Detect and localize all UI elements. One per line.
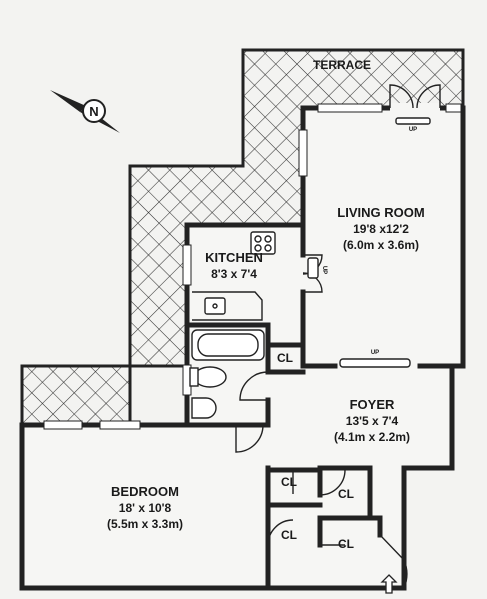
closet-label: CL [277,351,293,365]
kitchen-name: KITCHEN [205,250,263,265]
toilet-icon [193,366,227,388]
living-room-dim-metric: (6.0m x 3.6m) [343,238,419,252]
bath-fixtures [189,329,265,419]
bedroom-name: BEDROOM [111,484,179,499]
stove-icon [250,231,276,255]
kitchen-fixtures [192,231,276,321]
entry-arrow-icon [380,574,398,594]
sink-icon [204,297,226,315]
bathtub-icon [191,329,265,361]
kitchen-dim-imperial: 8'3 x 7'4 [211,267,257,281]
bedroom-dim-metric: (5.5m x 3.3m) [107,517,183,531]
living-room-dim-imperial: 19'8 x12'2 [353,222,409,236]
bath-sink-icon [191,397,217,419]
interior-walls [184,222,466,591]
step-label: UP [371,350,379,356]
bedroom-dim-imperial: 18' x 10'8 [119,501,172,515]
terrace-label: TERRACE [313,58,371,72]
closet-label: CL [338,537,354,551]
living-room-name: LIVING ROOM [337,205,424,220]
closet-label: CL [281,528,297,542]
foyer-dim-imperial: 13'5 x 7'4 [346,414,399,428]
compass-icon [50,90,120,133]
steps [307,117,431,368]
closet-label: CL [338,487,354,501]
foyer-dim-metric: (4.1m x 2.2m) [334,430,410,444]
compass-label: N [89,104,98,119]
step-label: UP [321,266,327,274]
step-label: UP [409,127,417,133]
windows [43,103,462,430]
foyer-name: FOYER [350,397,395,412]
closet-label: CL [281,475,297,489]
